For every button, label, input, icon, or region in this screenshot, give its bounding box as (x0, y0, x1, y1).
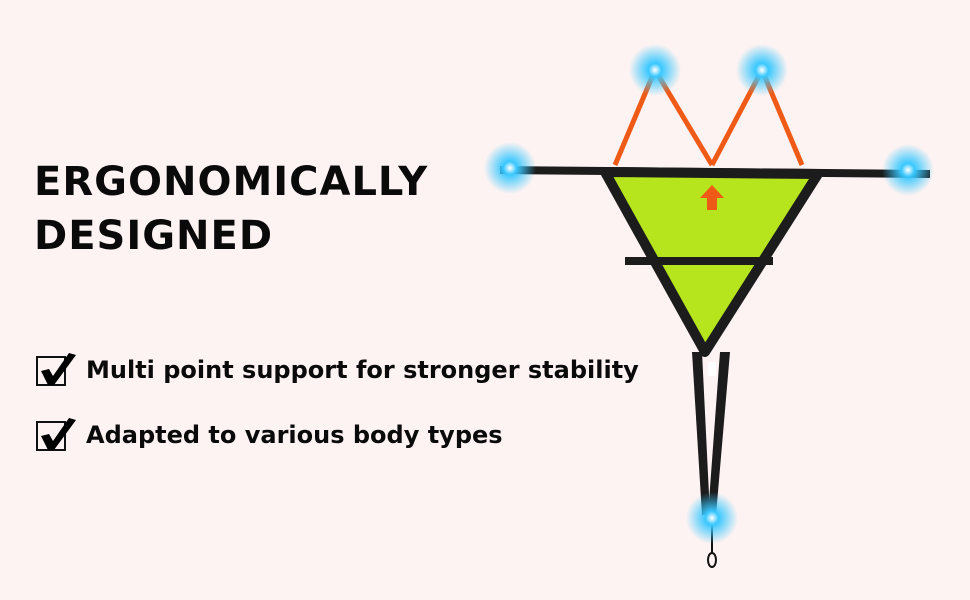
checkbox-checked-icon (36, 418, 76, 451)
heading: ERGONOMICALLY DESIGNED (34, 155, 428, 263)
sling-product-image (484, 44, 934, 568)
leg-straps (692, 352, 730, 515)
heading-line-2: DESIGNED (34, 213, 274, 259)
feature-label: Adapted to various body types (86, 421, 503, 449)
heading-line-1: ERGONOMICALLY (34, 159, 429, 205)
arrow-icon (700, 185, 724, 210)
feature-label: Multi point support for stronger stabili… (86, 356, 639, 384)
glow-points (484, 44, 934, 544)
feature-item: Multi point support for stronger stabili… (36, 353, 639, 386)
checkbox-checked-icon (36, 353, 76, 386)
feature-item: Adapted to various body types (36, 418, 503, 451)
